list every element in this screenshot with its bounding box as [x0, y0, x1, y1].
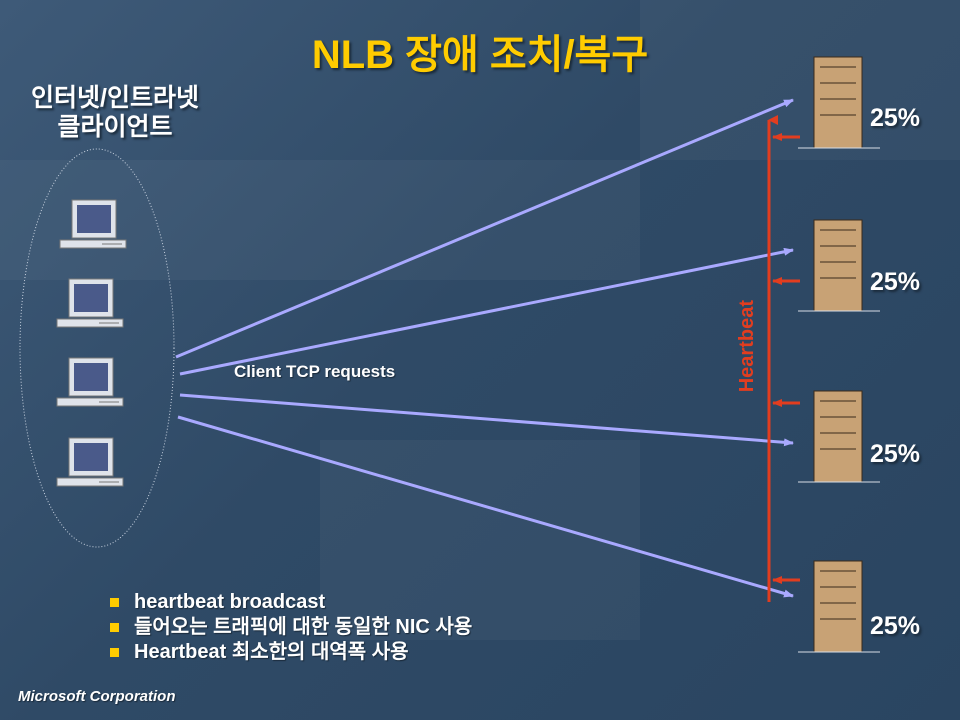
request-arrow-server-3	[179, 393, 794, 447]
server-icon	[798, 390, 880, 483]
heartbeat-label: Heartbeat	[736, 300, 758, 393]
server-icon	[798, 560, 880, 653]
bullet-item: Heartbeat 최소한의 대역폭 사용	[110, 640, 472, 665]
clients-label: 인터넷/인트라넷 클라이언트	[10, 84, 220, 142]
bullet-item: 들어오는 트래픽에 대한 동일한 NIC 사용	[110, 615, 472, 640]
footer-company: Microsoft Corporation	[18, 688, 176, 705]
bullet-item: heartbeat broadcast	[110, 590, 472, 615]
client-computer-icon	[59, 199, 127, 249]
server-3-share: 25%	[870, 440, 921, 468]
bullet-list: heartbeat broadcast 들어오는 트래픽에 대한 동일한 NIC…	[110, 590, 472, 665]
bullet-square-icon	[110, 623, 119, 632]
bullet-text: Heartbeat 최소한의 대역폭 사용	[134, 641, 409, 663]
bullet-square-icon	[110, 598, 119, 607]
bullet-text: 들어오는 트래픽에 대한 동일한 NIC 사용	[134, 616, 473, 638]
request-label: Client TCP requests	[234, 362, 396, 381]
server-icon	[798, 56, 880, 149]
bullet-text: heartbeat broadcast	[134, 591, 326, 613]
request-arrow-server-2	[179, 247, 794, 376]
heartbeat-label-box: Heartbeat	[736, 300, 764, 410]
clients-label-line2: 클라이언트	[57, 113, 173, 141]
server-icon	[798, 219, 880, 312]
client-computer-icon	[56, 278, 124, 328]
client-computer-icon	[56, 437, 124, 487]
clients-label-line1: 인터넷/인트라넷	[31, 84, 199, 112]
request-arrow-server-4	[177, 415, 794, 598]
request-arrow-server-1	[175, 98, 794, 359]
page-title: NLB 장애 조치/복구	[311, 33, 649, 77]
client-computer-icon	[56, 357, 124, 407]
server-2-share: 25%	[870, 268, 921, 296]
server-1-share: 25%	[870, 104, 921, 132]
client-group-ellipse	[19, 148, 175, 548]
server-4-share: 25%	[870, 612, 921, 640]
bullet-square-icon	[110, 648, 119, 657]
